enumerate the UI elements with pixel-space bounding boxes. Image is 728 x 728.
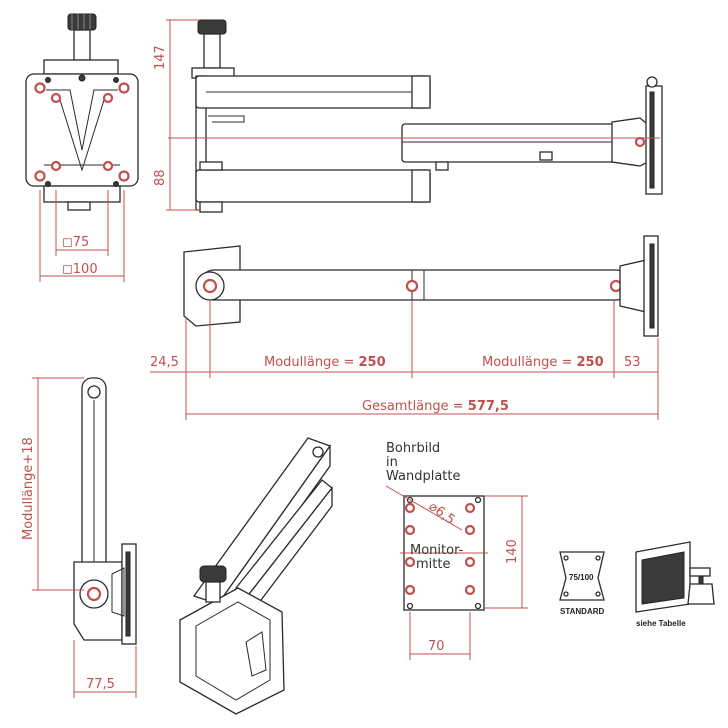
wall-plate-note-2: in bbox=[386, 455, 398, 470]
offset-right-label: 53 bbox=[624, 355, 641, 370]
vesa-100-label: ◻100 bbox=[62, 262, 98, 277]
hole-pattern-height-label: 140 bbox=[505, 539, 520, 564]
height-147-label: 147 bbox=[153, 45, 168, 70]
side-depth-label: 77,5 bbox=[86, 677, 115, 692]
module-length-2-label: Modullänge = 250 bbox=[482, 355, 604, 370]
vertical-side-view: Modullänge+18 77,5 bbox=[21, 377, 137, 698]
arm-top-view: 147 88 bbox=[153, 19, 663, 213]
height-88-label: 88 bbox=[153, 169, 168, 186]
side-height-label: Modullänge+18 bbox=[21, 437, 36, 540]
offset-left-label: 24,5 bbox=[150, 355, 179, 370]
isometric-view bbox=[179, 437, 333, 715]
table-label: siehe Tabelle bbox=[636, 619, 686, 628]
wall-plate-hole-pattern: Bohrbild in Wandplatte ⌀6,5 Monitor- mit… bbox=[385, 441, 528, 660]
standard-inside-label: 75/100 bbox=[569, 573, 594, 582]
monitor-center-label-2: mitte bbox=[416, 557, 450, 572]
table-legend: siehe Tabelle bbox=[635, 541, 715, 628]
standard-legend: 75/100 STANDARD bbox=[559, 551, 605, 616]
wall-plate-note-3: Wandplatte bbox=[386, 469, 461, 484]
standard-label: STANDARD bbox=[560, 607, 605, 616]
vesa-75-label: ◻75 bbox=[62, 235, 89, 250]
total-length-label: Gesamtlänge = 577,5 bbox=[362, 399, 509, 414]
vesa-plate-front-view: ◻75 ◻100 bbox=[25, 13, 139, 282]
vesa-bracket-icon bbox=[559, 551, 605, 601]
module-length-1-label: Modullänge = 250 bbox=[264, 355, 386, 370]
hole-pattern-width-label: 70 bbox=[428, 639, 445, 654]
wall-plate-note-1: Bohrbild bbox=[386, 441, 440, 456]
arm-side-view: 24,5 Modullänge = 250 Modullänge = 250 5… bbox=[150, 235, 659, 420]
monitor-center-label-1: Monitor- bbox=[410, 543, 464, 558]
